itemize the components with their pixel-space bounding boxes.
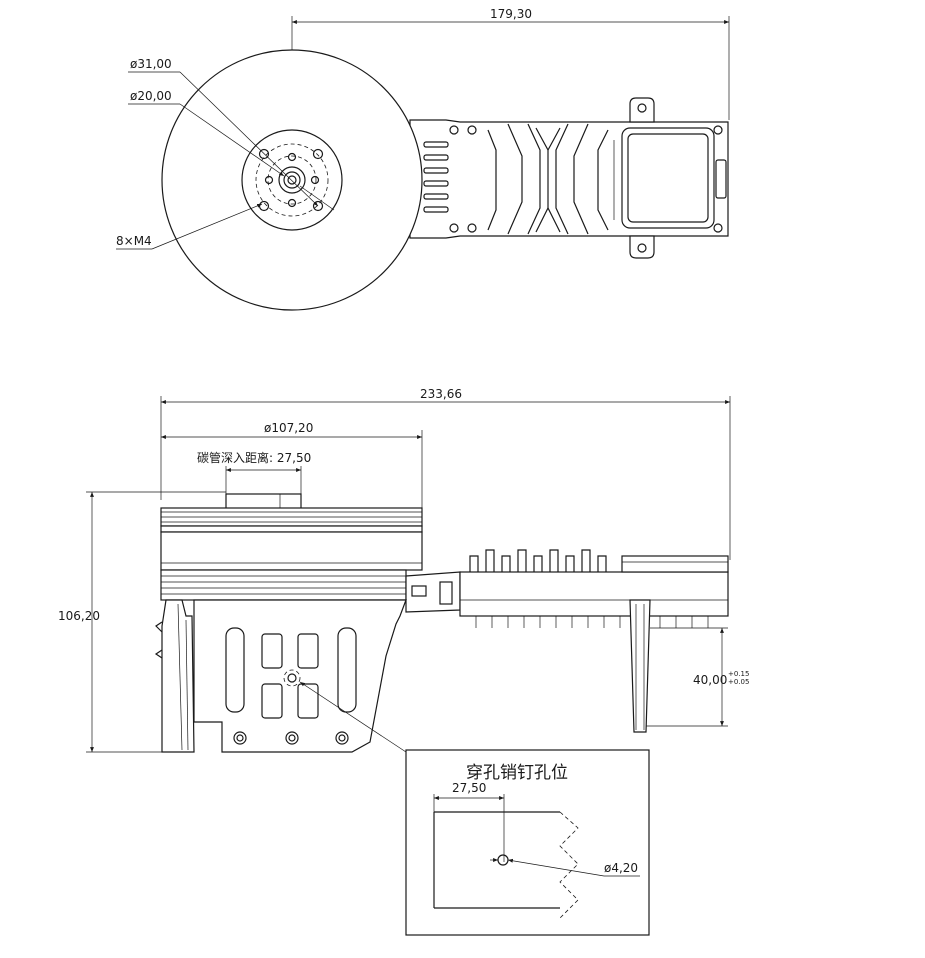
dim-rotor-dia: ø107,20 [264,421,313,435]
motor-bracket [193,599,407,753]
detail-title: 穿孔销钉孔位 [466,763,568,783]
antenna [629,599,651,733]
landing-leg [154,599,195,753]
dim-dia-20: ø20,00 [130,89,172,103]
detail-offset-dim: 27,50 [452,781,486,795]
detail-hole-dia: ø4,20 [604,861,638,875]
arm-body [409,97,729,259]
top-view: 179,30 [116,7,730,311]
dim-overall-length: 233,66 [420,387,462,401]
dim-dia-31: ø31,00 [130,57,172,71]
motor-stack [160,507,423,601]
dim-mount-height: 40,00 [693,673,727,687]
dim-height: 106,20 [58,609,100,623]
arm-bottom-ribs [475,616,709,628]
side-view: 233,66 ø107,20 碳管深入距离: 27,50 [58,387,749,753]
esc-arm [459,555,729,617]
motor-hub [241,129,343,231]
dim-tol-upper: +0.15 [728,670,749,678]
top-width-dim: 179,30 [490,7,532,21]
cooling-fins [487,123,615,235]
dim-tube-depth: 碳管深入距离: 27,50 [197,450,311,465]
pin-hole [497,854,509,866]
detail-view: 穿孔销钉孔位 27,50 ø4,20 [405,749,650,936]
rotor-disk [161,49,423,311]
dim-8xm4: 8×M4 [116,234,152,248]
arm-fins [469,549,607,572]
dim-tol-lower: +0.05 [728,678,749,686]
